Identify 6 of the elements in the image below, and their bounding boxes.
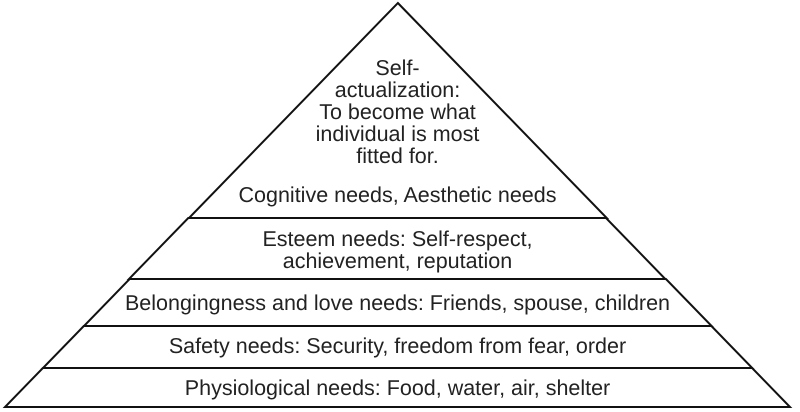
- tier-label: Belongingness and love needs: Friends, spouse, children: [124, 292, 670, 314]
- tier-label: Esteem needs: Self-respect, achievement, reputation: [261, 228, 534, 272]
- tier-label: Physiological needs: Food, water, air, shelter: [184, 377, 610, 399]
- tier-label: Cognitive needs, Aesthetic needs: [238, 184, 556, 206]
- tier-label: Self-actualization: To become what individual is most fitted for.: [314, 57, 480, 167]
- tier-label: Safety needs: Security, freedom from fear, order: [168, 335, 626, 357]
